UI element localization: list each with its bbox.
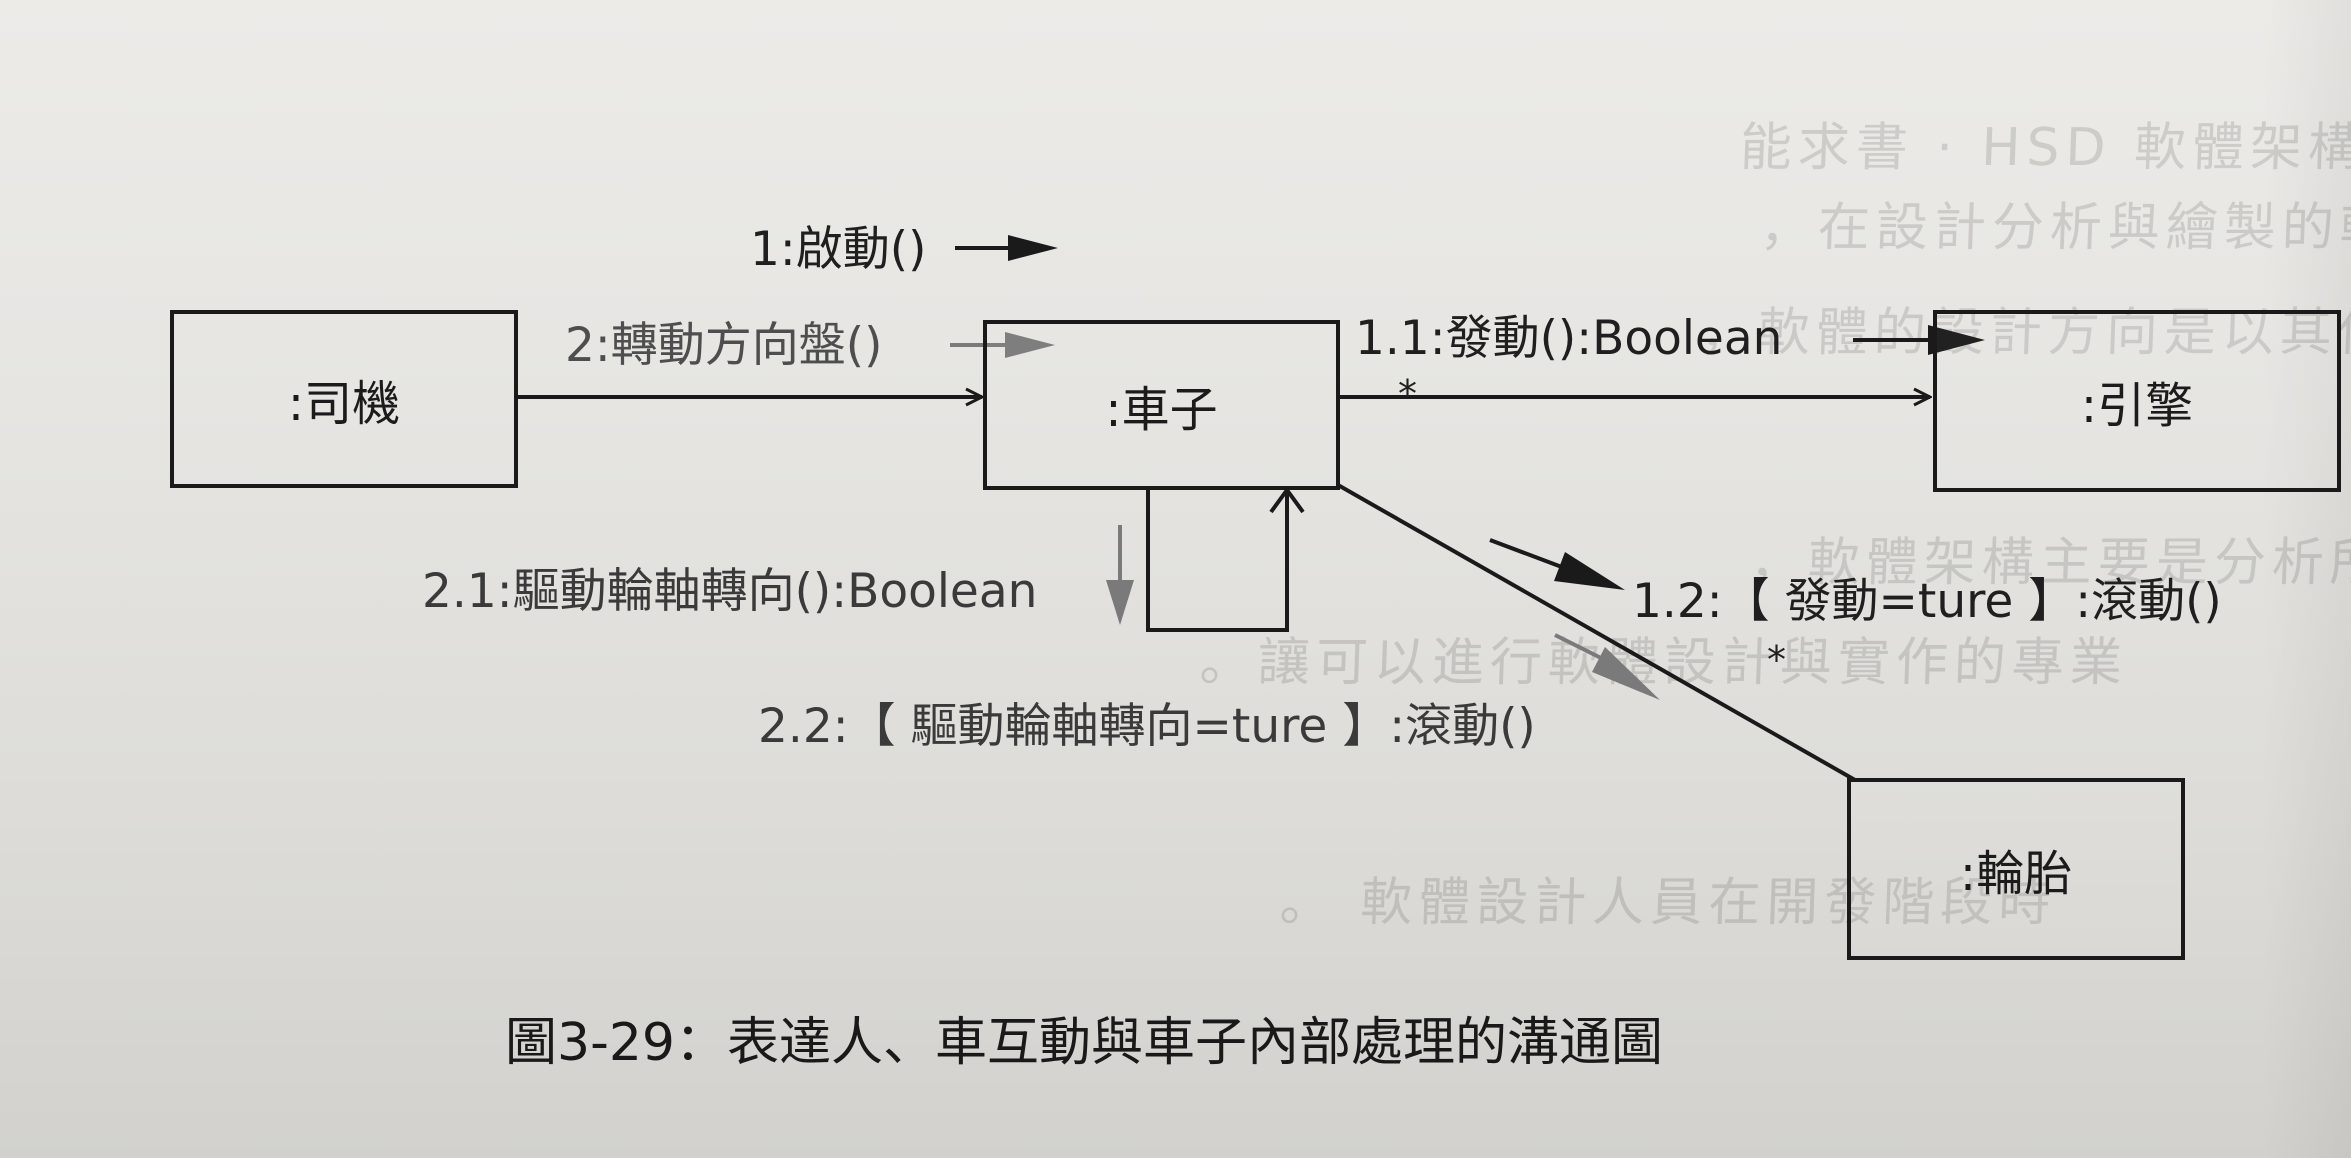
tire-object: :輪胎: [1847, 778, 2185, 960]
message-arrow-1-1: [1853, 325, 1985, 355]
multiplicity-tire: *: [1767, 638, 1786, 682]
message-arrow-1: [955, 235, 1058, 261]
engine-object: :引擎: [1933, 310, 2341, 492]
message-1-1-label: 1.1:發動():Boolean: [1355, 311, 1783, 366]
car-object-label: :車子: [1105, 382, 1218, 438]
driver-object: :司機: [170, 310, 518, 488]
self-link-car: [1146, 490, 1289, 632]
message-arrow-2-1: [1106, 525, 1134, 625]
car-object: :車子: [983, 320, 1340, 490]
message-2-2-label: 2.2:【 驅動輪軸轉向=ture 】:滾動(): [758, 699, 1536, 754]
multiplicity-engine: *: [1398, 372, 1417, 416]
message-arrow-2-2: [1554, 633, 1660, 700]
tire-object-label: :輪胎: [1959, 846, 2073, 902]
message-2-label: 2:轉動方向盤(): [565, 318, 883, 373]
driver-object-label: :司機: [287, 376, 401, 432]
message-arrow-1-2: [1489, 538, 1625, 590]
engine-object-label: :引擎: [2080, 378, 2194, 434]
message-1-label: 1:啟動(): [750, 222, 927, 277]
link-car-tire: [1337, 483, 1856, 782]
message-arrow-2: [950, 332, 1055, 358]
message-2-1-label: 2.1:驅動輪軸轉向():Boolean: [422, 564, 1038, 619]
page-edge-shadow: [2261, 0, 2351, 1158]
figure-caption: 圖3-29：表達人、車互動與車子內部處理的溝通圖: [505, 1013, 1664, 1073]
message-1-2-label: 1.2:【 發動=ture 】:滾動(): [1632, 574, 2222, 629]
self-link-arrowhead: [1269, 486, 1305, 514]
